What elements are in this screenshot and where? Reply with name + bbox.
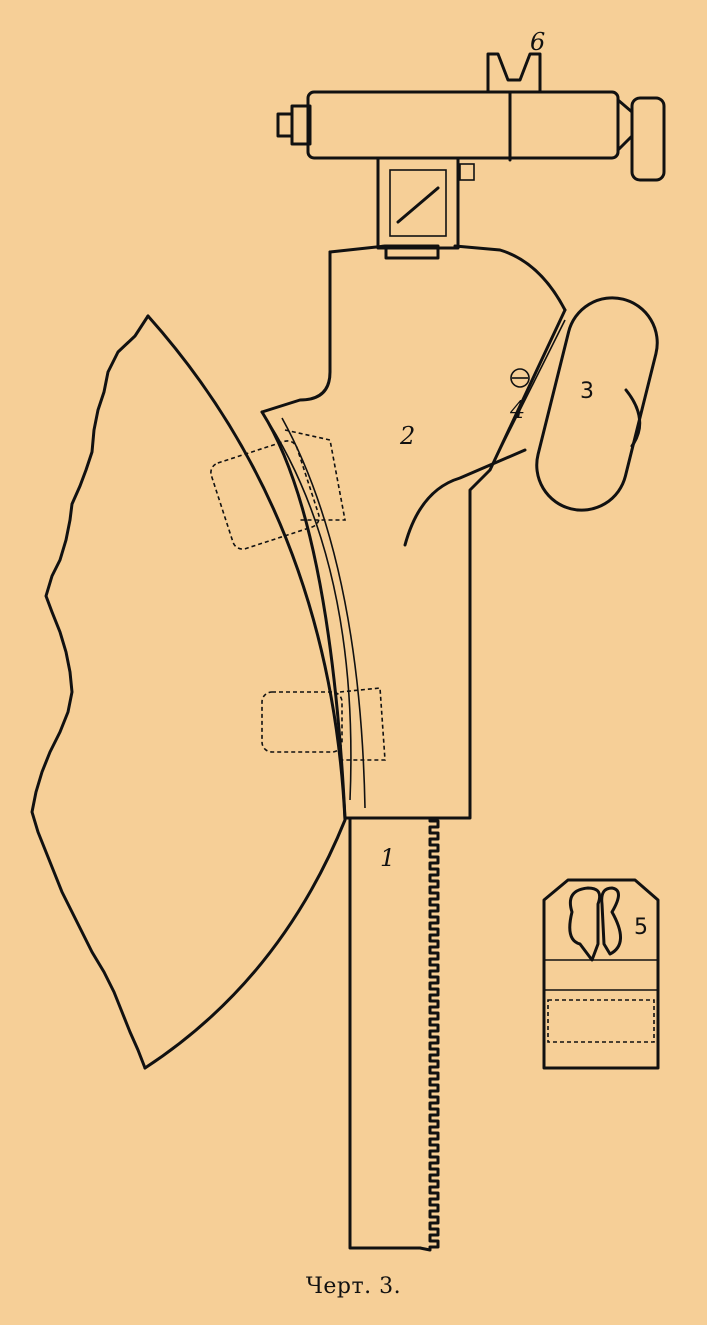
label-6: 6	[530, 28, 545, 56]
mount-block	[376, 156, 475, 260]
label-4: 4	[509, 396, 525, 424]
rack-bar	[348, 816, 440, 1252]
telescope	[276, 52, 666, 182]
main-body	[260, 244, 567, 820]
label-3: 3	[580, 379, 594, 404]
adjusting-knob	[535, 296, 659, 512]
label-1: 1	[380, 844, 395, 872]
screw-upper	[210, 429, 346, 550]
label-5: 5	[634, 915, 648, 940]
figure-caption: Черт. 3.	[305, 1274, 402, 1299]
label-2: 2	[399, 422, 415, 450]
screw-lower	[261, 687, 386, 761]
inset-clip	[542, 878, 660, 1070]
